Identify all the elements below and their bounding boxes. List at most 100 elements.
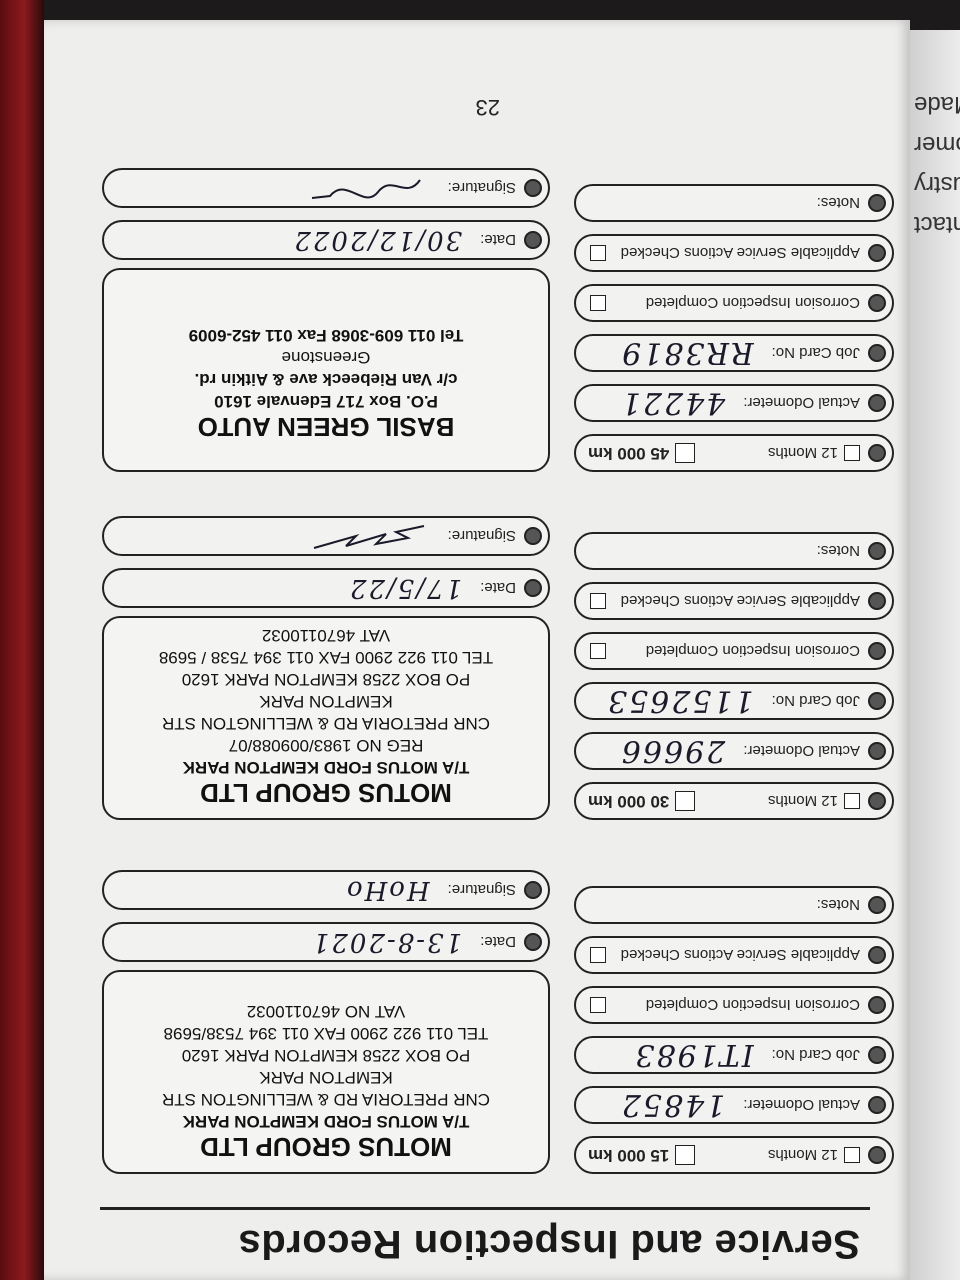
date-row: Date: 13-8-2021	[102, 922, 550, 962]
stamp-po-box: P.O. Box 717 Edenvale 1610	[214, 392, 438, 411]
service-actions-label: Applicable Service Actions Checked	[620, 244, 860, 262]
facing-page-text: Made	[914, 91, 960, 118]
km-option: 15 000 km	[588, 1145, 696, 1165]
bullet-icon	[868, 194, 886, 212]
date-label: Date:	[480, 933, 516, 951]
bullet-icon	[868, 1096, 886, 1114]
stamp-company: MOTUS GROUP LTD	[200, 778, 452, 808]
stamp-address: CNR PRETORIA RD & WELLINGTON STR	[161, 714, 491, 733]
dealer-stamp-area: BASIL GREEN AUTO P.O. Box 717 Edenvale 1…	[102, 268, 550, 472]
stamp-address: c/r Van Riebeeck ave & Aitkin rd.	[194, 370, 458, 389]
background-edge	[0, 0, 44, 1280]
service-record-45000: 12 Months 45 000 km Actual Odometer: 442…	[86, 140, 902, 480]
facing-page-text: omer	[914, 131, 960, 158]
bullet-icon	[868, 896, 886, 914]
bullet-icon	[868, 344, 886, 362]
bullet-icon	[868, 542, 886, 560]
notes-row: Notes:	[574, 886, 894, 924]
odometer-label: Actual Odometer:	[743, 1096, 860, 1114]
service-actions-checkbox[interactable]	[590, 947, 606, 963]
months-checkbox[interactable]	[844, 1147, 860, 1163]
corrosion-label: Corrosion Inspection Completed	[645, 294, 860, 312]
corrosion-row: Corrosion Inspection Completed	[574, 284, 894, 322]
signature-row: Signature:	[102, 168, 550, 208]
bullet-icon	[868, 692, 886, 710]
km-option: 45 000 km	[588, 443, 696, 463]
date-value: 13-8-2021	[310, 927, 463, 957]
notes-row: Notes:	[574, 184, 894, 222]
page-number: 23	[475, 95, 500, 120]
job-card-row: Job Card No: 1152653	[574, 682, 894, 720]
stamp-vat: VAT NO 4670110032	[246, 1002, 406, 1021]
months-label: 12 Months	[767, 444, 838, 462]
signature-row: Signature: HoHo	[102, 870, 550, 910]
stamp-trading-name: T/A MOTUS FORD KEMPTON PARK	[182, 1112, 470, 1131]
odometer-row: Actual Odometer: 14852	[574, 1086, 894, 1124]
months-checkbox[interactable]	[844, 445, 860, 461]
facing-page-text: ustry	[914, 171, 960, 198]
service-actions-checkbox[interactable]	[590, 245, 606, 261]
stamp-trading-name: T/A MOTUS FORD KEMPTON PARK	[182, 758, 470, 777]
stamp-address: KEMPTON PARK	[259, 692, 393, 711]
signature-scribble	[311, 179, 421, 199]
stamp-phone: Tel 011 609-3068 Fax 011 452-6009	[188, 326, 464, 345]
dealer-stamp: MOTUS GROUP LTD T/A MOTUS FORD KEMPTON P…	[104, 1000, 548, 1162]
facing-page: Made omer ustry ntact	[908, 30, 960, 1280]
stamp-address: CNR PRETORIA RD & WELLINGTON STR	[161, 1090, 491, 1109]
stamp-address: KEMPTON PARK	[259, 1068, 393, 1087]
job-card-row: Job Card No: RR3819	[574, 334, 894, 372]
stamp-phone: TEL 011 922 2900 FAX 011 394 7538 / 5698	[158, 648, 494, 667]
booklet-page: Service and Inspection Records 12 Months…	[44, 20, 910, 1280]
km-checkbox[interactable]	[675, 443, 696, 463]
service-actions-row: Applicable Service Actions Checked	[574, 234, 894, 272]
bullet-icon	[524, 231, 542, 249]
notes-label: Notes:	[816, 542, 860, 560]
bullet-icon	[524, 579, 542, 597]
notes-label: Notes:	[816, 896, 860, 914]
title-divider	[100, 1207, 870, 1210]
odometer-row: Actual Odometer: 44221	[574, 384, 894, 422]
stamp-address: Greenstone	[281, 348, 371, 367]
stamp-reg: REG NO 1983/009088/07	[228, 736, 424, 755]
odometer-value: 44221	[619, 385, 726, 421]
km-label: 15 000 km	[588, 1146, 670, 1165]
stamp-phone: TEL 011 922 2900 FAX 011 394 7538/5698	[163, 1024, 489, 1043]
km-label: 45 000 km	[588, 444, 670, 463]
page-title: Service and Inspection Records	[238, 1222, 860, 1266]
date-row: Date: 17/5/22	[102, 568, 550, 608]
months-checkbox[interactable]	[844, 793, 860, 809]
odometer-label: Actual Odometer:	[743, 742, 860, 760]
bullet-icon	[868, 444, 886, 462]
corrosion-label: Corrosion Inspection Completed	[645, 996, 860, 1014]
km-label: 30 000 km	[588, 792, 670, 811]
stamp-address: PO BOX 2258 KEMPTON PARK 1620	[181, 1046, 471, 1065]
job-card-label: Job Card No:	[771, 692, 860, 710]
corrosion-checkbox[interactable]	[590, 295, 606, 311]
dealer-stamp: BASIL GREEN AUTO P.O. Box 717 Edenvale 1…	[104, 324, 548, 442]
bullet-icon	[868, 244, 886, 262]
service-actions-checkbox[interactable]	[590, 593, 606, 609]
signature-row: Signature:	[102, 516, 550, 556]
job-card-row: Job Card No: IT1983	[574, 1036, 894, 1074]
bullet-icon	[524, 933, 542, 951]
job-card-label: Job Card No:	[771, 1046, 860, 1064]
service-actions-label: Applicable Service Actions Checked	[620, 946, 860, 964]
bullet-icon	[868, 1146, 886, 1164]
bullet-icon	[524, 179, 542, 197]
km-checkbox[interactable]	[675, 791, 696, 811]
corrosion-label: Corrosion Inspection Completed	[645, 642, 860, 660]
date-label: Date:	[480, 579, 516, 597]
service-record-15000: 12 Months 15 000 km Actual Odometer: 148…	[86, 842, 902, 1182]
bullet-icon	[868, 742, 886, 760]
corrosion-checkbox[interactable]	[590, 997, 606, 1013]
job-card-label: Job Card No:	[771, 344, 860, 362]
stamp-company: BASIL GREEN AUTO	[197, 412, 455, 442]
months-label: 12 Months	[767, 1146, 838, 1164]
facing-page-text: ntact	[914, 211, 960, 238]
odometer-row: Actual Odometer: 29666	[574, 732, 894, 770]
bullet-icon	[868, 792, 886, 810]
date-value: 30/12/2022	[292, 225, 463, 255]
km-checkbox[interactable]	[675, 1145, 696, 1165]
bullet-icon	[524, 527, 542, 545]
corrosion-checkbox[interactable]	[590, 643, 606, 659]
